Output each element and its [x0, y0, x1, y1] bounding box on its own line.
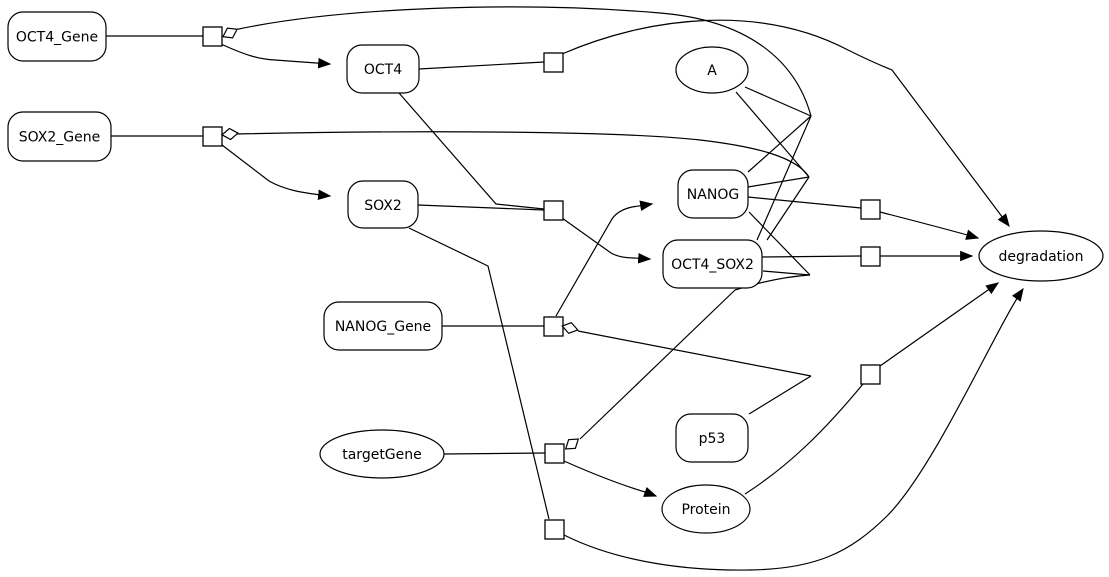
edge-oct4-to-square: [418, 61, 545, 70]
node-target-gene[interactable]: targetGene: [319, 429, 445, 479]
node-sox2-gene[interactable]: SOX2_Gene: [7, 111, 112, 162]
reaction-square-oct4sox2-degradation[interactable]: [860, 246, 881, 267]
modifier-diamond-nanog[interactable]: [561, 321, 579, 336]
edge-bundle1-to-a: [744, 86, 812, 117]
node-protein-shape[interactable]: [661, 484, 751, 534]
reaction-square-oct4-degradation[interactable]: [543, 52, 564, 73]
edge-sox2-to-complex-square: [417, 204, 545, 211]
node-a-shape[interactable]: [675, 46, 749, 94]
node-target-gene-shape[interactable]: [319, 429, 445, 479]
node-oct4-sox2[interactable]: OCT4_SOX2: [662, 239, 763, 289]
node-nanog-label: NANOG: [687, 187, 739, 203]
node-nanog-gene-label: NANOG_Gene: [335, 319, 431, 335]
reaction-square-oct4-transcription[interactable]: [202, 26, 223, 47]
edge-sox2-to-bottom-square: [408, 227, 550, 520]
edge-nanog-to-square: [747, 196, 862, 209]
node-oct4[interactable]: OCT4: [346, 44, 420, 94]
node-p53[interactable]: p53: [675, 413, 749, 463]
reaction-squares: [202, 26, 881, 540]
edges: [106, 6, 1024, 571]
node-target-gene-label: targetGene: [342, 447, 422, 463]
edge-bundle3-to-oct4sox2: [762, 270, 811, 276]
node-nanog-gene-shape[interactable]: [323, 301, 443, 351]
edge-oct4-to-complex-square: [398, 92, 545, 210]
reaction-square-sox2-degradation[interactable]: [544, 519, 565, 540]
edge-square-to-nanog-arrow: [555, 200, 654, 317]
reaction-square-nanog-degradation[interactable]: [860, 199, 881, 220]
node-sox2-label: SOX2: [364, 198, 402, 214]
node-nanog-gene[interactable]: NANOG_Gene: [323, 301, 443, 351]
node-oct4-sox2-label: OCT4_SOX2: [671, 257, 754, 273]
node-degradation[interactable]: degradation: [978, 230, 1104, 282]
edge-square-to-sox2-arrow: [221, 144, 332, 200]
node-oct4-gene[interactable]: OCT4_Gene: [7, 11, 107, 62]
reaction-square-sox2-transcription[interactable]: [202, 126, 223, 147]
node-a[interactable]: A: [675, 46, 749, 94]
node-sox2-gene-shape[interactable]: [7, 111, 112, 162]
node-nanog[interactable]: NANOG: [677, 169, 749, 219]
node-sox2-shape[interactable]: [347, 180, 419, 229]
node-oct4-shape[interactable]: [346, 44, 420, 94]
node-p53-shape[interactable]: [675, 413, 749, 463]
modifier-diamond-sox2[interactable]: [220, 127, 240, 141]
edge-nanog-modifier-line: [577, 330, 812, 377]
edge-oct4-modifier-top-curve: [233, 6, 812, 117]
node-degradation-shape[interactable]: [978, 230, 1104, 282]
node-p53-label: p53: [699, 431, 726, 447]
edge-square-to-degradation-top: [561, 19, 1010, 228]
node-oct4-gene-label: OCT4_Gene: [16, 30, 98, 46]
reaction-square-nanog-transcription[interactable]: [543, 316, 564, 337]
edge-protein-to-square: [744, 383, 864, 495]
node-protein[interactable]: Protein: [661, 484, 751, 534]
edge-bundle1-to-nanog: [747, 115, 812, 173]
edge-square-to-oct4sox2-arrow: [561, 217, 652, 264]
modifier-diamond-oct4[interactable]: [220, 24, 239, 41]
node-oct4-label: OCT4: [364, 62, 402, 78]
node-oct4-sox2-shape[interactable]: [662, 239, 763, 289]
node-sox2-gene-label: SOX2_Gene: [19, 130, 100, 146]
edge-square-to-protein-arrow: [563, 460, 658, 497]
node-a-label: A: [707, 63, 717, 79]
edge-square-to-degradation-lowerleft: [879, 282, 1000, 367]
edge-sox2-modifier-line: [236, 131, 810, 178]
edge-bottom-square-to-degradation: [563, 287, 1024, 571]
edge-target-modifier-line: [579, 289, 736, 440]
edge-targetgene-to-square: [443, 452, 546, 455]
edge-bundle2-to-a: [735, 91, 810, 178]
modifier-diamond-target[interactable]: [562, 435, 581, 454]
edge-bundle1-to-oct4sox2: [756, 115, 812, 241]
edge-bundle2-to-nanog: [747, 176, 810, 188]
reaction-square-complex-formation[interactable]: [543, 200, 564, 221]
edge-square-to-oct4-arrow: [220, 43, 332, 69]
edge-bundle4-to-p53: [748, 375, 812, 415]
reaction-square-protein-degradation[interactable]: [860, 364, 881, 385]
edge-square-to-degradation-upperleft: [879, 211, 980, 240]
reaction-square-protein-translation[interactable]: [544, 443, 565, 464]
node-protein-label: Protein: [681, 502, 730, 518]
node-degradation-label: degradation: [998, 249, 1083, 265]
node-nanog-shape[interactable]: [677, 169, 749, 219]
modifier-diamonds: [220, 24, 581, 454]
node-sox2[interactable]: SOX2: [347, 180, 419, 229]
node-oct4-gene-shape[interactable]: [7, 11, 107, 62]
edge-bundle3-to-nanog: [748, 211, 811, 276]
edge-oct4sox2-to-square: [761, 255, 862, 258]
edge-bundle2-to-oct4sox2: [766, 176, 810, 241]
